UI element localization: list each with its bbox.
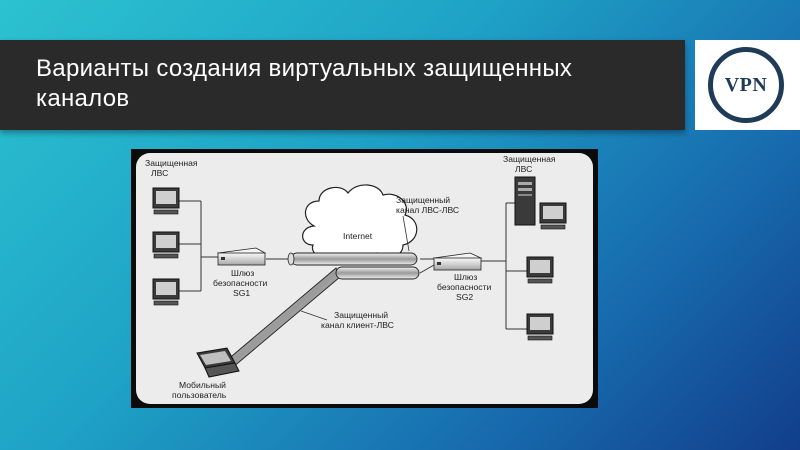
- computer-icon: [152, 231, 180, 259]
- gateway-2-label-2: безопасности: [437, 282, 492, 292]
- lan-lan-channel-label-1: Защищенный: [396, 195, 450, 205]
- cloud-label: Internet: [343, 231, 373, 241]
- mobile-user-label-2: пользователь: [172, 390, 227, 400]
- right-lan-label-2: ЛВС: [515, 164, 532, 174]
- left-lan-label-1: Защищенная: [145, 158, 198, 168]
- gateway-icon: [432, 252, 483, 271]
- slide-title: Варианты создания виртуальных защищенных…: [36, 55, 573, 112]
- title-bar: Варианты создания виртуальных защищенных…: [0, 40, 685, 130]
- left-lan-label-2: ЛВС: [151, 168, 168, 178]
- lan-lan-channel-label-2: канал ЛВС-ЛВС: [396, 205, 459, 215]
- left-lan: Защищенная ЛВС: [145, 158, 223, 306]
- gateway-icon: [216, 247, 267, 266]
- vpn-logo-box: VPN: [695, 40, 800, 130]
- right-lan: Защищенная ЛВС: [481, 154, 567, 341]
- server-icon: [514, 176, 536, 226]
- computer-icon: [152, 187, 180, 215]
- network-diagram-canvas: Защищенная ЛВС Защищенная ЛВС: [136, 153, 593, 404]
- client-lan-pointer: [300, 310, 328, 321]
- vpn-logo-icon: VPN: [708, 47, 784, 123]
- client-lan-channel-label-2: канал клиент-ЛВС: [321, 320, 394, 330]
- vpn-logo-text: VPN: [724, 73, 768, 96]
- network-diagram: Защищенная ЛВС Защищенная ЛВС: [131, 149, 598, 408]
- lan-lan-pointer: [402, 215, 410, 252]
- gateway-1-label-3: SG1: [233, 288, 250, 298]
- gateway-2-label-1: Шлюз: [454, 272, 477, 282]
- computer-icon: [152, 278, 180, 306]
- computer-icon: [526, 256, 554, 284]
- mobile-user-label-1: Мобильный: [179, 380, 226, 390]
- gateway-1-label-1: Шлюз: [231, 268, 254, 278]
- client-lan-channel-label-1: Защищенный: [334, 310, 388, 320]
- lan-lan-tunnel: [266, 252, 434, 266]
- gateway-2-label-3: SG2: [456, 292, 473, 302]
- computer-icon: [526, 313, 554, 341]
- right-lan-label-1: Защищенная: [503, 154, 556, 164]
- computer-icon: [539, 202, 567, 230]
- laptop-icon: [196, 347, 240, 378]
- gateway-1-label-2: безопасности: [213, 278, 268, 288]
